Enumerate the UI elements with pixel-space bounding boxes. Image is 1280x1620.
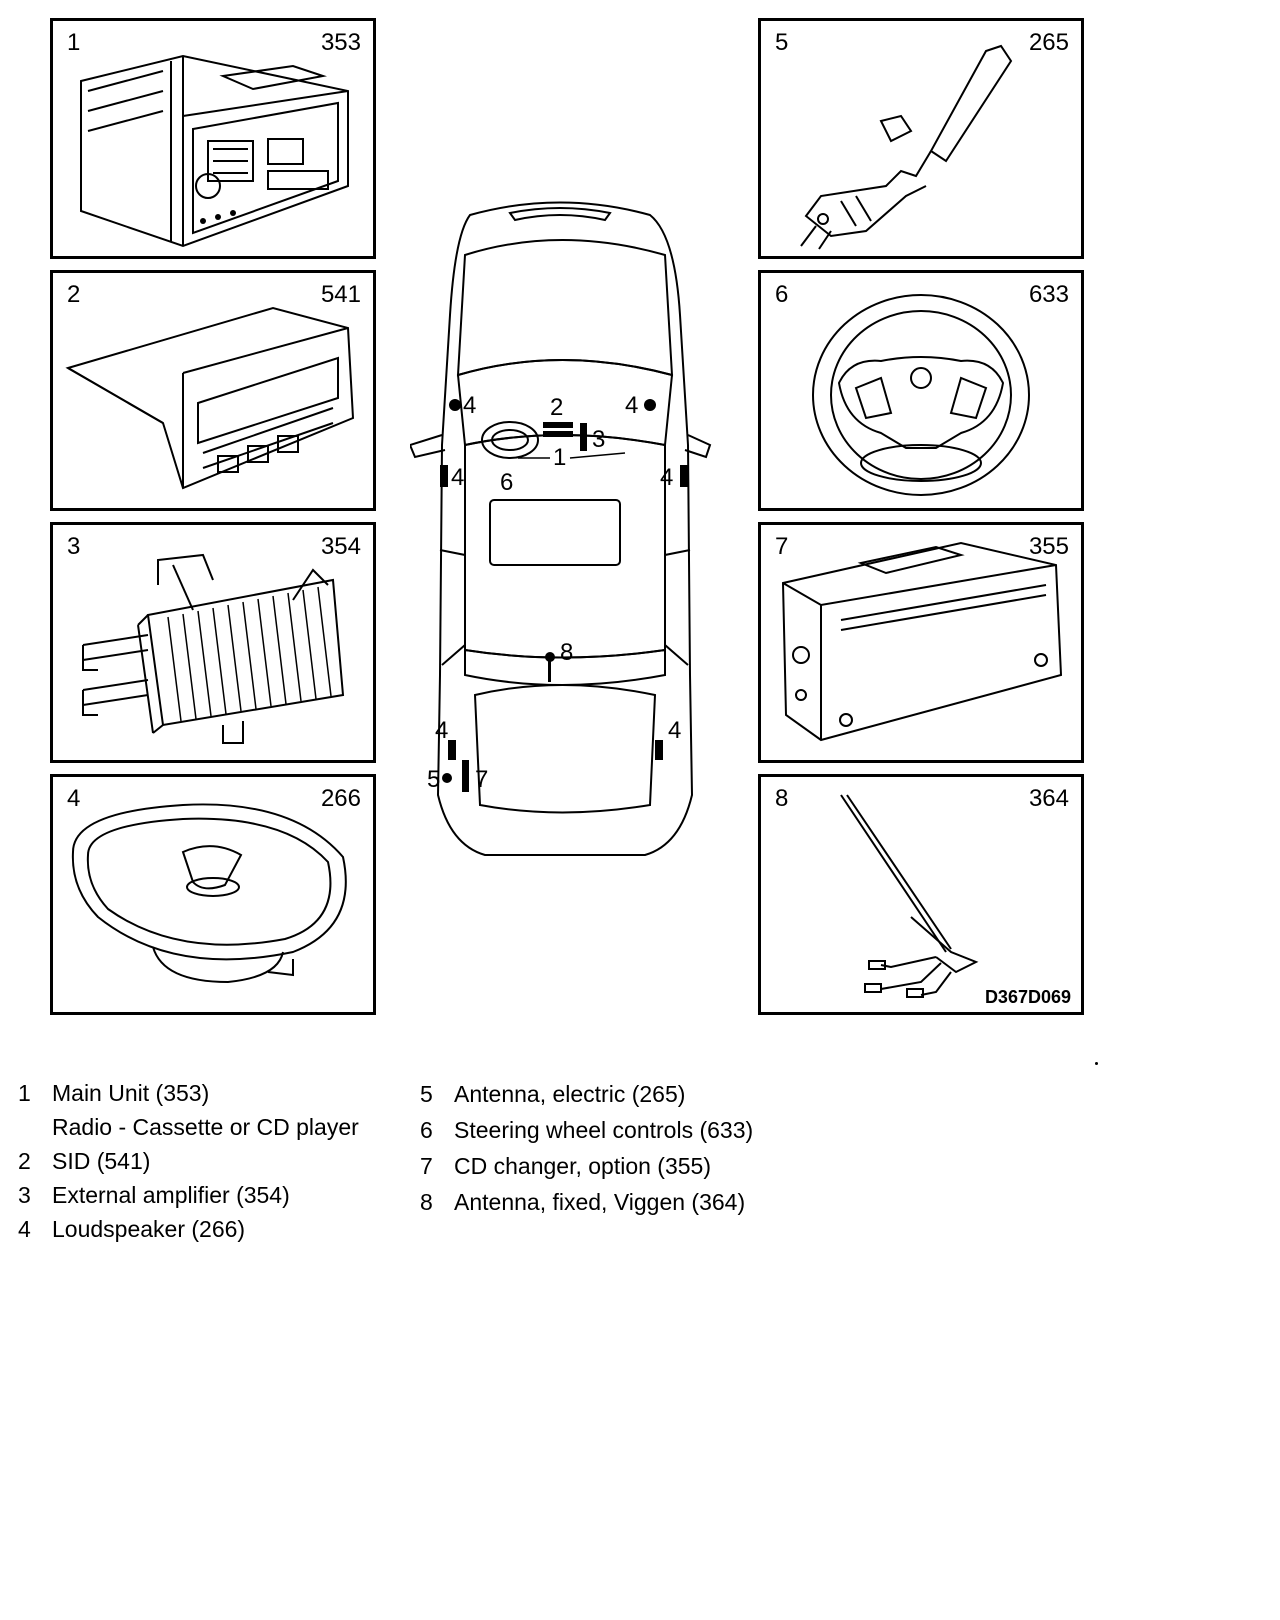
fixed-antenna-mast [548,657,551,682]
legend-number: 5 [420,1081,433,1107]
loudspeaker-illustration [71,803,347,984]
figure-id: D367D069 [984,987,1071,1007]
component-panel-main-unit: 1 353 [50,18,376,259]
amplifier-illustration [82,553,345,744]
car-label-speaker-rear-right: 4 [668,717,681,744]
legend-item: 8 Antenna, fixed, Viggen (364) [420,1184,820,1220]
component-panel-steering-wheel: 6 633 [758,270,1084,511]
legend-text: Antenna, electric (265) [454,1081,686,1107]
component-markers [440,399,688,792]
part-code: 265 [1028,29,1069,56]
car-label-speaker-rear-left: 4 [435,717,448,744]
legend-number: 1 [18,1080,31,1106]
component-panel-amplifier: 3 354 [50,522,376,763]
panel-number: 4 [67,785,81,812]
speaker-marker-door-right [680,465,688,487]
car-label-speaker-door-right: 4 [660,464,673,491]
legend-number: 6 [420,1117,433,1143]
legend-right: 5 Antenna, electric (265) 6 Steering whe… [420,1076,820,1220]
steering-wheel-illustration [812,294,1030,496]
component-panel-fixed-antenna: 8 364 D367D069 [758,774,1084,1015]
car-label-speaker-front-left: 4 [463,392,476,419]
legend-number: 7 [420,1153,433,1179]
electric-antenna-illustration [800,44,1013,250]
main-unit-leader-line [518,452,626,459]
part-code: 266 [320,785,361,812]
part-code: 541 [320,281,361,308]
part-code: 364 [1028,785,1069,812]
part-code: 633 [1028,281,1069,308]
car-label-speaker-front-right: 4 [625,392,638,419]
part-code: 354 [320,533,361,560]
radio-head-unit-illustration [80,54,349,248]
amplifier-marker [580,423,587,451]
speaker-marker-door-left [440,465,448,487]
car-label-sid: 2 [550,394,563,421]
legend-item: Radio - Cassette or CD player [18,1110,398,1144]
legend-text: Steering wheel controls (633) [454,1117,754,1143]
car-label-speaker-door-left: 4 [451,464,464,491]
stray-dot [1095,1062,1098,1065]
legend-text: Loudspeaker (266) [52,1216,246,1242]
legend-number: 3 [18,1182,31,1208]
sid-marker [543,422,573,428]
car-label-steering: 6 [500,469,513,496]
fixed-antenna-illustration [840,794,979,998]
legend-item: 4 Loudspeaker (266) [18,1212,398,1246]
legend-number: 2 [18,1148,31,1174]
speaker-marker-rear-right [655,740,663,760]
legend-item: 7 CD changer, option (355) [420,1148,820,1184]
legend-item: 2 SID (541) [18,1144,398,1178]
electric-antenna-marker [442,773,452,783]
legend-text: Radio - Cassette or CD player [52,1114,359,1140]
component-panel-cd-changer: 7 355 [758,522,1084,763]
part-code: 353 [320,29,361,56]
component-panel-loudspeaker: 4 266 [50,774,376,1015]
panel-number: 7 [775,533,789,560]
car-label-antenna-electric: 5 [427,766,440,793]
car-outline [410,201,712,856]
car-label-amplifier: 3 [592,426,605,453]
component-panel-electric-antenna: 5 265 [758,18,1084,259]
legend-item: 3 External amplifier (354) [18,1178,398,1212]
panel-number: 1 [67,29,81,56]
sid-display-illustration [65,306,355,490]
cd-changer-illustration [781,541,1063,742]
part-code: 355 [1028,533,1069,560]
component-panel-sid: 2 541 [50,270,376,511]
legend-item: 1 Main Unit (353) [18,1076,398,1110]
legend-number: 8 [420,1189,433,1215]
speaker-marker-front-right [644,399,656,411]
panel-number: 2 [67,281,81,308]
legend-text: Antenna, fixed, Viggen (364) [454,1189,746,1215]
legend-number: 4 [18,1216,31,1242]
legend-text: External amplifier (354) [52,1182,290,1208]
panel-number: 8 [775,785,789,812]
legend-text: SID (541) [52,1148,151,1174]
panel-number: 6 [775,281,789,308]
speaker-marker-front-left [449,399,461,411]
car-label-cd-changer: 7 [475,766,488,793]
car-label-antenna-fixed: 8 [560,639,573,666]
legend-item: 6 Steering wheel controls (633) [420,1112,820,1148]
car-label-main-unit: 1 [553,444,566,471]
panel-number: 5 [775,29,789,56]
panel-number: 3 [67,533,81,560]
car-top-view-diagram: 4 4 4 4 2 3 1 6 8 4 4 5 7 [410,201,712,856]
legend-text: Main Unit (353) [52,1080,210,1106]
legend-text: CD changer, option (355) [454,1153,711,1179]
legend-left: 1 Main Unit (353) Radio - Cassette or CD… [18,1076,398,1246]
legend-item: 5 Antenna, electric (265) [420,1076,820,1112]
sid-marker-lower [543,431,573,437]
cd-changer-marker [462,760,469,792]
speaker-marker-rear-left [448,740,456,760]
